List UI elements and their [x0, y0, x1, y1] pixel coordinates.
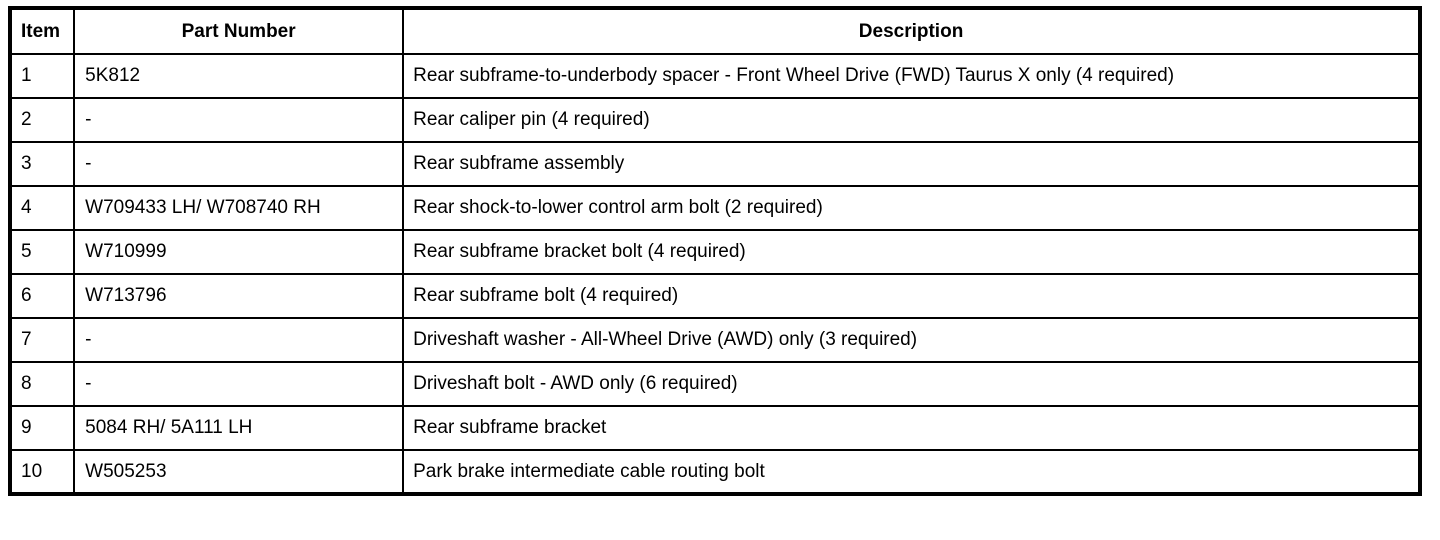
cell-item: 5 — [8, 229, 76, 275]
cell-part-number: - — [73, 361, 405, 407]
cell-description: Rear shock-to-lower control arm bolt (2 … — [402, 185, 1421, 231]
table-header: Item Part Number Description — [8, 7, 1421, 55]
column-header-description: Description — [402, 7, 1421, 55]
cell-part-number: - — [73, 317, 405, 363]
cell-description: Driveshaft washer - All-Wheel Drive (AWD… — [402, 317, 1421, 363]
cell-part-number: W713796 — [73, 273, 405, 319]
table-row: 3-Rear subframe assembly — [8, 141, 1421, 187]
table-row: 2-Rear caliper pin (4 required) — [8, 97, 1421, 143]
cell-part-number: - — [73, 97, 405, 143]
cell-description: Park brake intermediate cable routing bo… — [402, 449, 1421, 495]
table-row: 7-Driveshaft washer - All-Wheel Drive (A… — [8, 317, 1421, 363]
cell-item: 8 — [8, 361, 76, 407]
cell-description: Rear subframe bracket bolt (4 required) — [402, 229, 1421, 275]
cell-description: Rear caliper pin (4 required) — [402, 97, 1421, 143]
cell-description: Rear subframe assembly — [402, 141, 1421, 187]
column-header-part-number: Part Number — [73, 7, 405, 55]
cell-part-number: W505253 — [73, 449, 405, 495]
table-header-row: Item Part Number Description — [8, 7, 1421, 55]
cell-item: 7 — [8, 317, 76, 363]
cell-item: 1 — [8, 53, 76, 99]
cell-item: 10 — [8, 449, 76, 495]
cell-part-number: W709433 LH/ W708740 RH — [73, 185, 405, 231]
column-header-item: Item — [8, 7, 76, 55]
cell-item: 9 — [8, 405, 76, 451]
cell-item: 3 — [8, 141, 76, 187]
cell-description: Rear subframe bracket — [402, 405, 1421, 451]
cell-item: 6 — [8, 273, 76, 319]
table-row: 8-Driveshaft bolt - AWD only (6 required… — [8, 361, 1421, 407]
cell-item: 2 — [8, 97, 76, 143]
cell-description: Driveshaft bolt - AWD only (6 required) — [402, 361, 1421, 407]
cell-description: Rear subframe-to-underbody spacer - Fron… — [402, 53, 1421, 99]
cell-description: Rear subframe bolt (4 required) — [402, 273, 1421, 319]
cell-part-number: 5084 RH/ 5A111 LH — [73, 405, 405, 451]
cell-item: 4 — [8, 185, 76, 231]
cell-part-number: W710999 — [73, 229, 405, 275]
cell-part-number: 5K812 — [73, 53, 405, 99]
cell-part-number: - — [73, 141, 405, 187]
